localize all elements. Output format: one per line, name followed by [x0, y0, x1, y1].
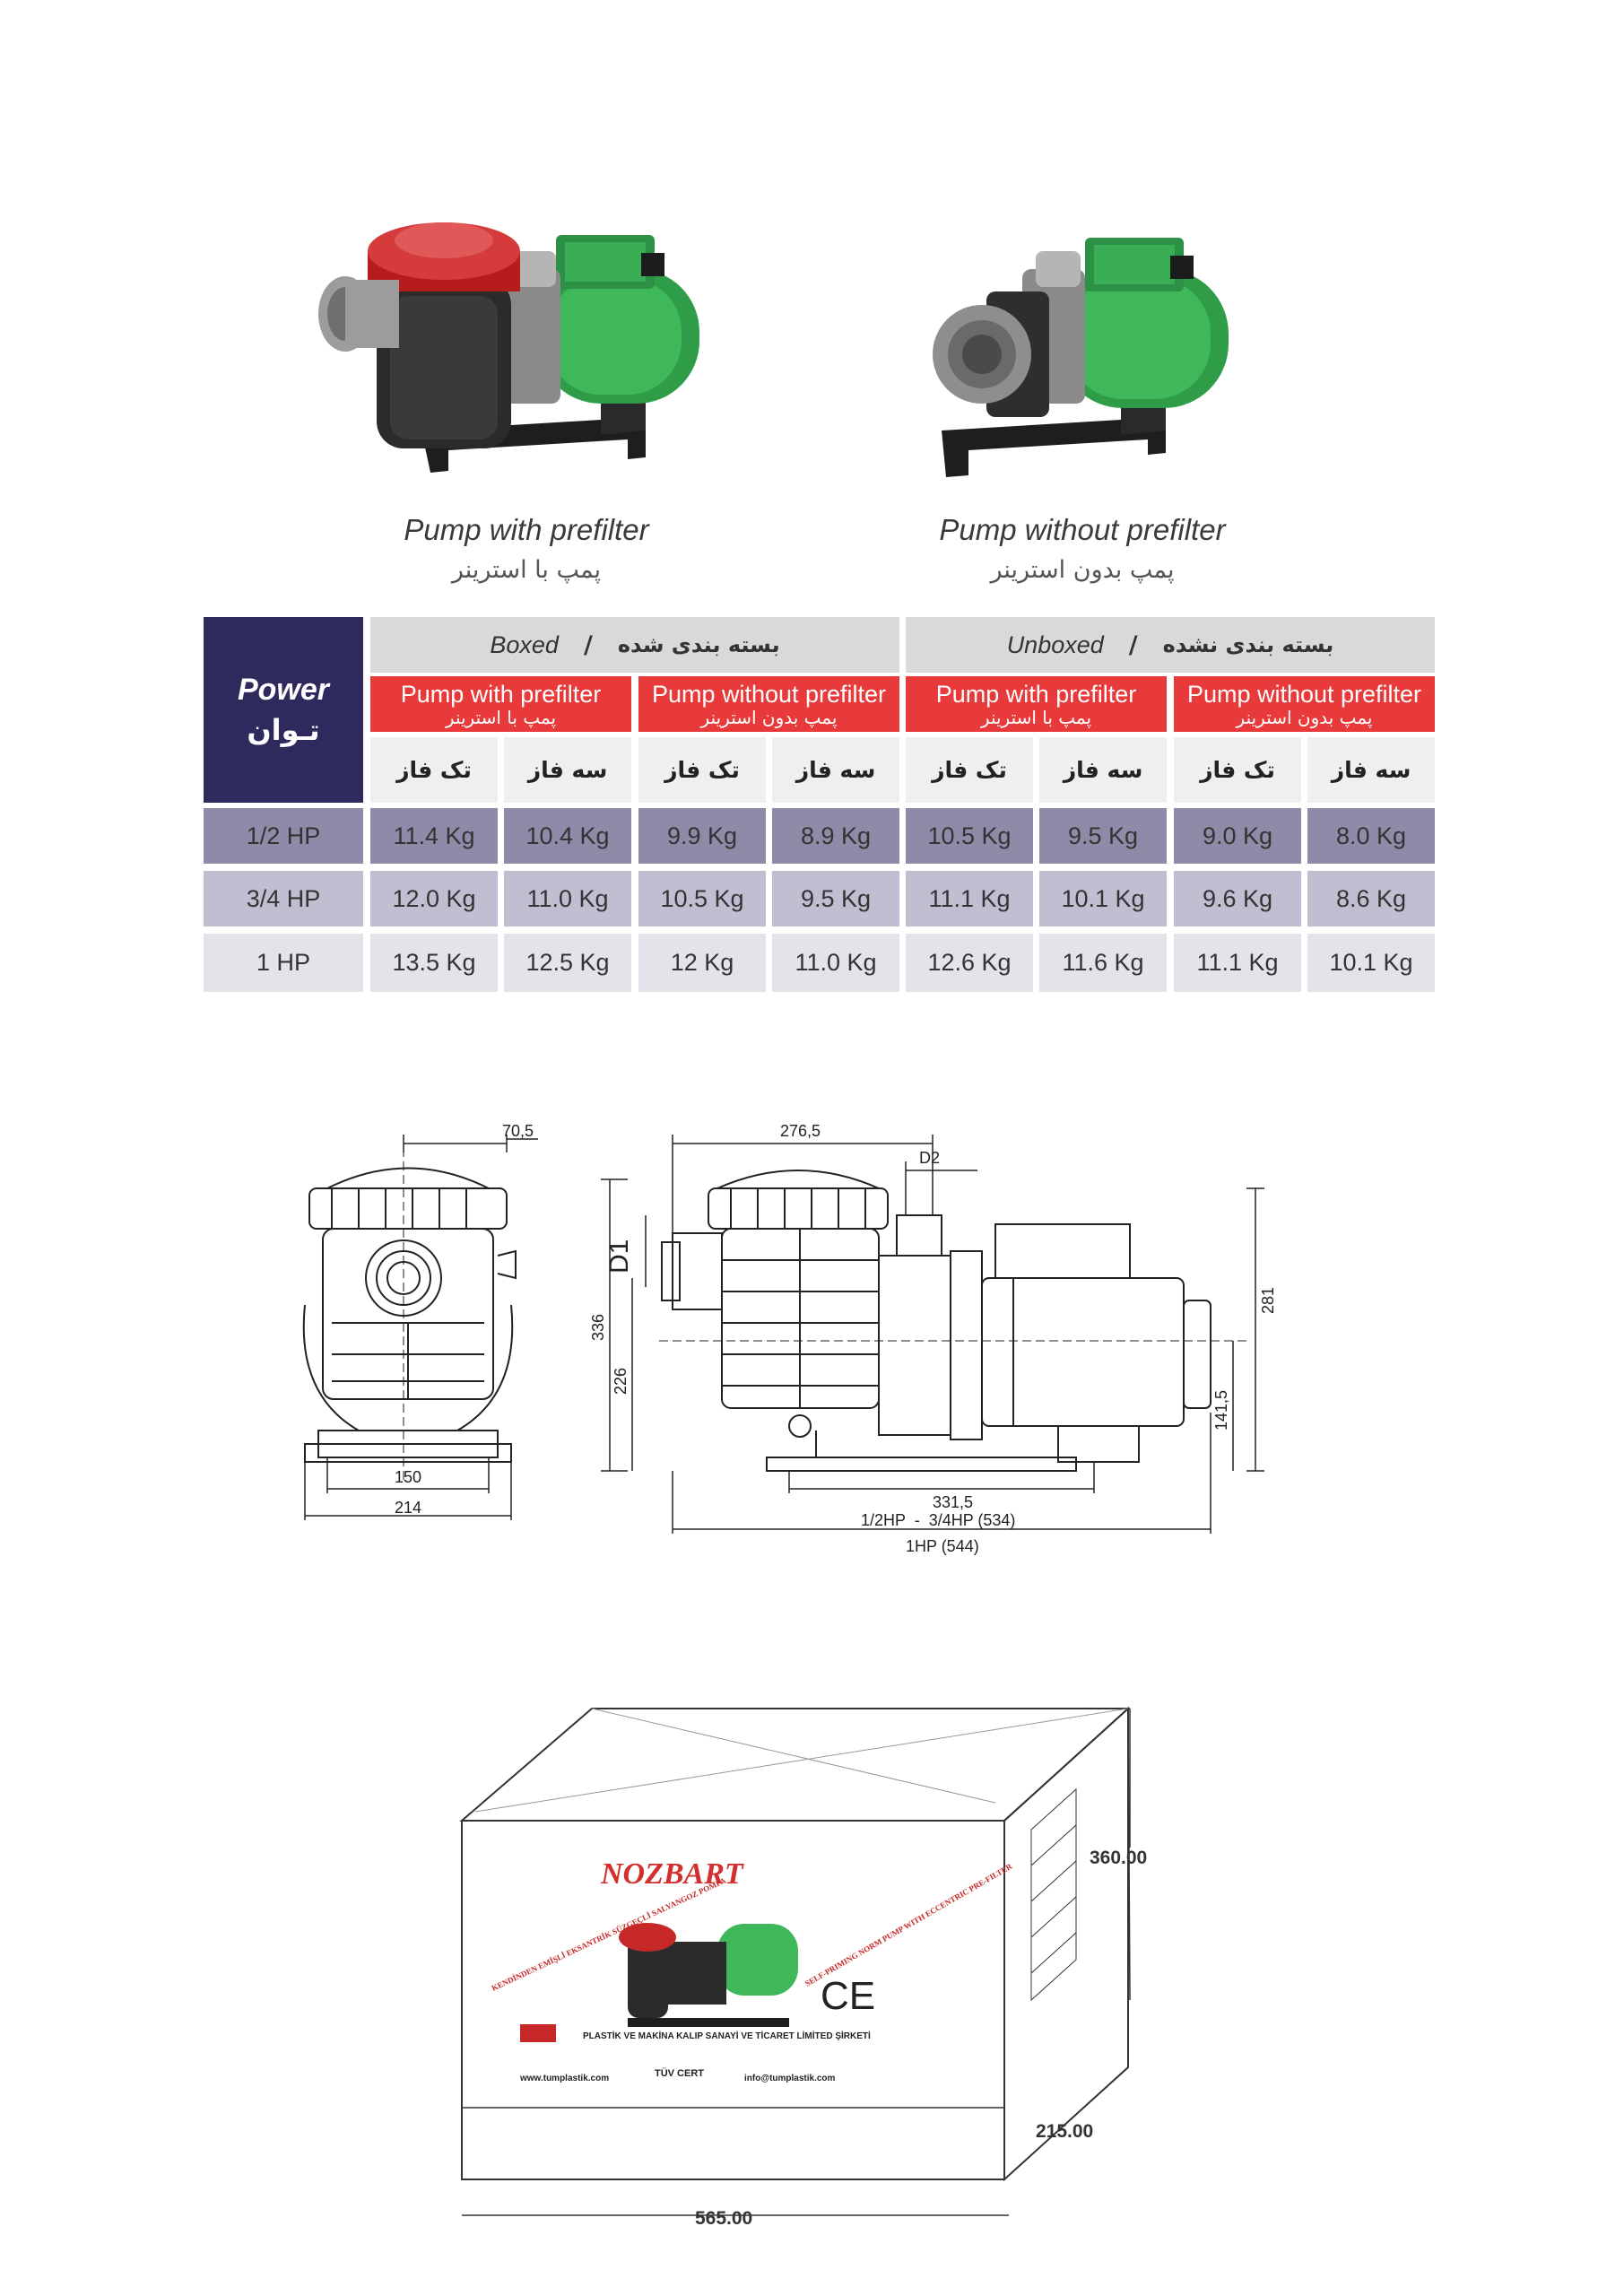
power-cell: 1/2 HP	[204, 808, 363, 864]
weight-cell: 9.5 Kg	[772, 871, 899, 926]
weight-cell: 9.5 Kg	[1039, 808, 1167, 864]
subgroup-header: Pump without prefilter پمپ بدون استرینر	[638, 676, 899, 732]
weight-cell: 12 Kg	[638, 934, 766, 992]
subgroup-fa: پمپ بدون استرینر	[700, 707, 838, 728]
caption-without-prefilter-en: Pump without prefilter	[939, 513, 1226, 546]
phase-header: تک فاز	[370, 737, 498, 803]
dim-length-small: 1/2HP - 3/4HP (534)	[861, 1511, 1015, 1529]
dim-336: 336	[589, 1314, 607, 1341]
box-pump-image	[619, 1923, 798, 2027]
dim-281: 281	[1259, 1287, 1277, 1314]
box-height-label: 360.00	[1090, 1848, 1147, 1868]
weight-cell: 10.5 Kg	[906, 808, 1033, 864]
weight-cell: 11.1 Kg	[906, 871, 1033, 926]
weight-cell: 11.1 Kg	[1174, 934, 1301, 992]
weight-cell: 11.4 Kg	[370, 808, 498, 864]
group-boxed-sep: /	[583, 631, 593, 659]
dim-150: 150	[395, 1468, 421, 1486]
company-logo	[520, 2024, 556, 2042]
dimension-lines	[304, 1135, 1264, 1534]
phase-header: سه فاز	[772, 737, 899, 803]
weight-cell: 8.0 Kg	[1307, 808, 1435, 864]
weight-table: Power تـوان Boxed / بسته بندی شده Unboxe…	[204, 617, 1435, 992]
subgroup-header: Pump with prefilter پمپ با استرینر	[370, 676, 631, 732]
dim-141-5: 141,5	[1212, 1390, 1230, 1431]
dim-70-5: 70,5	[502, 1122, 534, 1140]
subgroup-en: Pump without prefilter	[1186, 681, 1422, 708]
box-width-label: 565.00	[695, 2208, 752, 2224]
caption-with-prefilter-fa: پمپ با استرینر	[451, 556, 602, 584]
dim-276-5: 276,5	[780, 1122, 821, 1140]
weight-cell: 11.0 Kg	[504, 871, 631, 926]
dim-length-large: 1HP (544)	[906, 1537, 979, 1555]
phase-header: تک فاز	[638, 737, 766, 803]
weight-cell: 12.0 Kg	[370, 871, 498, 926]
weight-cell: 10.4 Kg	[504, 808, 631, 864]
subgroup-header: Pump with prefilter پمپ با استرینر	[906, 676, 1167, 732]
phase-header: سه فاز	[1307, 737, 1435, 803]
side-view	[659, 1170, 1246, 1472]
weight-cell: 9.9 Kg	[638, 808, 766, 864]
box-right-text: SELF-PRIMING NORM PUMP WITH ECCENTRIC PR…	[803, 1861, 1014, 1987]
weight-cell: 11.6 Kg	[1039, 934, 1167, 992]
power-cell: 3/4 HP	[204, 871, 363, 926]
ce-mark: CE	[821, 1974, 875, 2018]
phase-header: تک فاز	[1174, 737, 1301, 803]
brand-logo: NOZBART	[600, 1857, 744, 1891]
weight-cell: 9.0 Kg	[1174, 808, 1301, 864]
dim-331-5: 331,5	[933, 1493, 973, 1511]
box-dimension-lines	[462, 1708, 1131, 2216]
weight-cell: 13.5 Kg	[370, 934, 498, 992]
phase-header: تک فاز	[906, 737, 1033, 803]
packaging-box: 360.00 215.00 565.00 NOZBART KENDİNDEN E…	[459, 1706, 1147, 2224]
company-website: www.tumplastik.com	[519, 2074, 609, 2083]
technical-drawing: 70,5 276,5 D2 D1 336 226 281 141,5 150 2…	[302, 1122, 1277, 1555]
subgroup-fa: پمپ بدون استرینر	[1236, 707, 1373, 728]
company-email: info@tumplastik.com	[744, 2074, 836, 2083]
weight-cell: 11.0 Kg	[772, 934, 899, 992]
weight-cell: 8.6 Kg	[1307, 871, 1435, 926]
subgroup-en: Pump with prefilter	[935, 681, 1137, 708]
group-boxed-en: Boxed	[490, 631, 559, 658]
company-name: PLASTİK VE MAKİNA KALIP SANAYİ VE TİCARE…	[583, 2030, 871, 2041]
group-unboxed-fa: بسته بندی نشده	[1162, 632, 1334, 657]
power-label-fa: تـوان	[247, 713, 320, 747]
subgroup-fa: پمپ با استرینر	[445, 707, 557, 728]
pump-without-prefilter-image	[933, 229, 1246, 480]
dim-D1: D1	[604, 1239, 634, 1274]
front-view	[302, 1135, 517, 1484]
weight-cell: 12.6 Kg	[906, 934, 1033, 992]
subgroup-en: Pump without prefilter	[651, 681, 887, 708]
dim-D2: D2	[919, 1149, 940, 1167]
pump-with-prefilter-image	[305, 215, 726, 484]
subgroup-fa: پمپ با استرینر	[980, 707, 1092, 728]
power-cell: 1 HP	[204, 934, 363, 992]
caption-with-prefilter-en: Pump with prefilter	[404, 513, 649, 546]
phase-header: سه فاز	[504, 737, 631, 803]
power-header: Power تـوان	[204, 617, 363, 803]
group-unboxed-sep: /	[1128, 631, 1138, 659]
weight-cell: 12.5 Kg	[504, 934, 631, 992]
box-depth-label: 215.00	[1036, 2121, 1093, 2142]
subgroup-header: Pump without prefilter پمپ بدون استرینر	[1174, 676, 1435, 732]
group-header-unboxed: Unboxed / بسته بندی نشده	[906, 617, 1435, 673]
power-label-en: Power	[237, 673, 330, 707]
dim-214: 214	[395, 1499, 421, 1517]
group-unboxed-en: Unboxed	[1006, 631, 1104, 658]
weight-cell: 9.6 Kg	[1174, 871, 1301, 926]
dim-226: 226	[612, 1368, 630, 1395]
weight-cell: 10.1 Kg	[1039, 871, 1167, 926]
weight-cell: 10.1 Kg	[1307, 934, 1435, 992]
weight-cell: 8.9 Kg	[772, 808, 899, 864]
phase-header: سه فاز	[1039, 737, 1167, 803]
group-boxed-fa: بسته بندی شده	[617, 632, 780, 657]
box-side-label	[1030, 1787, 1077, 2002]
subgroup-en: Pump with prefilter	[400, 681, 602, 708]
cert-logo: TÜV CERT	[655, 2067, 704, 2079]
caption-without-prefilter-fa: پمپ بدون استرینر	[990, 556, 1175, 584]
group-header-boxed: Boxed / بسته بندی شده	[370, 617, 899, 673]
weight-cell: 10.5 Kg	[638, 871, 766, 926]
